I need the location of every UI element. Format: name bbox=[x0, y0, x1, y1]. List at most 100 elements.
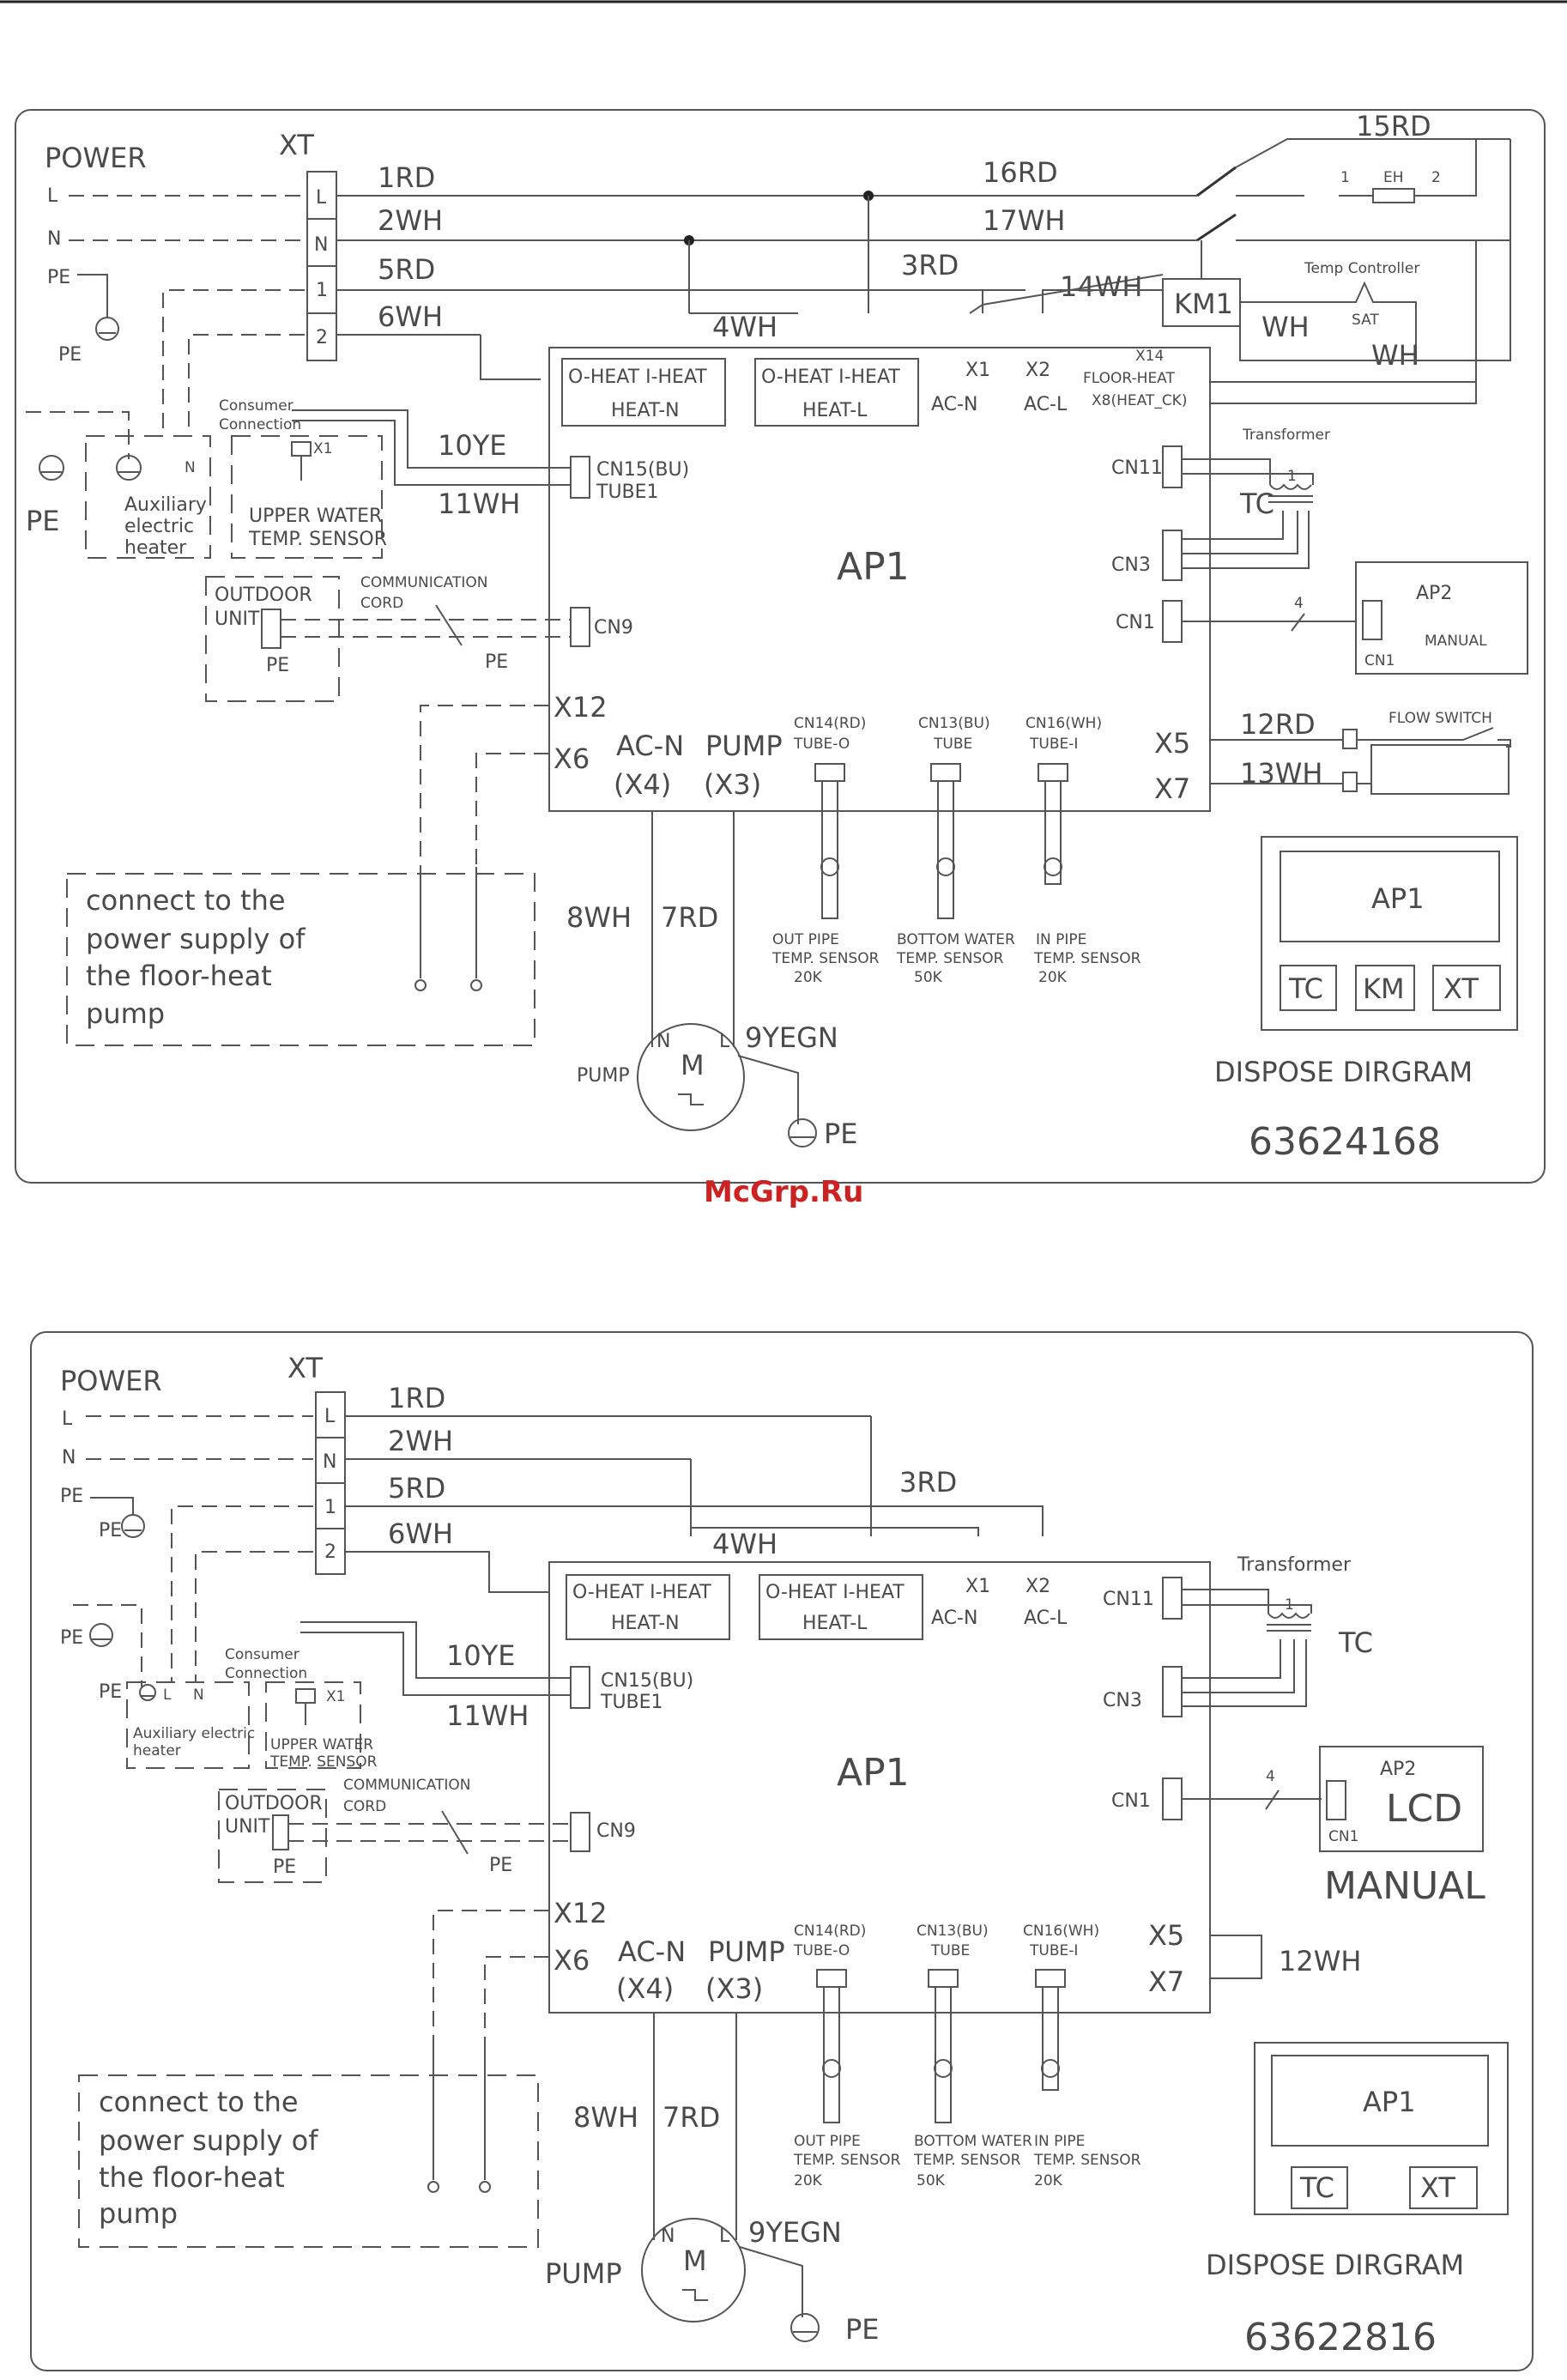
temp-controller: Temp Controller SAT WH bbox=[1304, 260, 1419, 372]
cn3-connector-icon-2 bbox=[1162, 1666, 1183, 1717]
wire-3rd: 3RD bbox=[901, 249, 959, 282]
in-temp-label-2: TEMP. SENSOR bbox=[1033, 2152, 1141, 2169]
ac-n-label-2: AC-N bbox=[931, 1608, 977, 1629]
cn1-wire-count: 4 bbox=[1294, 595, 1304, 612]
ac-n-pump-label-2: AC-N bbox=[618, 1935, 686, 1968]
wire-7rd: 7RD bbox=[661, 901, 718, 934]
connection-label: Connection bbox=[219, 416, 301, 433]
aux-label-2b: heater bbox=[133, 1742, 181, 1759]
cn9-label: CN9 bbox=[594, 617, 633, 639]
tc-label: TC bbox=[1239, 488, 1274, 520]
heat-n-label: HEAT-N bbox=[611, 400, 680, 421]
power-l-2: L bbox=[62, 1408, 73, 1430]
outdoor-label-2: OUTDOOR bbox=[225, 1793, 323, 1814]
connect-line-4: pump bbox=[86, 997, 165, 1030]
upper-water-label: UPPER WATER bbox=[249, 506, 382, 527]
wire-4wh: 4WH bbox=[712, 311, 777, 343]
ap2-cn1-connector-icon bbox=[1362, 600, 1382, 640]
tube1-label: TUBE1 bbox=[596, 481, 659, 503]
ground-icon bbox=[139, 1684, 156, 1701]
terminal-l-2: L bbox=[324, 1406, 336, 1427]
cn14-label: CN14(RD) bbox=[794, 715, 866, 732]
pump-label: PUMP bbox=[577, 1065, 630, 1087]
cn11-label-2: CN11 bbox=[1103, 1589, 1154, 1610]
wire-6wh: 6WH bbox=[378, 300, 443, 333]
in-pipe-label: IN PIPE bbox=[1036, 931, 1086, 948]
x6-label-2: X6 bbox=[554, 1944, 590, 1977]
cn11-connector-icon bbox=[1162, 445, 1183, 488]
diagram-2-part-number: 63622816 bbox=[1244, 2316, 1437, 2359]
cn1-label: CN1 bbox=[1116, 612, 1155, 633]
heat-l-label-2: HEAT-L bbox=[802, 1613, 868, 1634]
wiring-diagram-2: POWER XT L N 1 2 L N PE PE 1RD 2WH 5RD 6… bbox=[30, 1331, 1534, 2371]
heat-n-connector-2 bbox=[566, 1574, 730, 1640]
in-20k-label: 20K bbox=[1038, 969, 1068, 986]
oheat-label-1: O-HEAT I-HEAT bbox=[568, 366, 707, 388]
sensor-out-pipe-2 bbox=[816, 1969, 847, 2123]
ac-n-pump-label: AC-N bbox=[616, 730, 684, 762]
oheat-label-2a: O-HEAT I-HEAT bbox=[572, 1582, 711, 1603]
connect-line-2a: connect to the bbox=[99, 2086, 299, 2118]
aux-label-2a: Auxiliary electric bbox=[133, 1725, 255, 1742]
upper-sensor-box bbox=[231, 435, 383, 559]
wire-9yegn-2: 9YEGN bbox=[748, 2216, 842, 2249]
pe-label-2b: PE bbox=[60, 1627, 83, 1649]
x3-label: (X3) bbox=[704, 768, 761, 801]
cn1-wire-count-2: 4 bbox=[1266, 1768, 1275, 1785]
cn1-label-2: CN1 bbox=[1111, 1790, 1151, 1812]
wire-2wh: 2WH bbox=[378, 204, 443, 237]
wire-11wh-2: 11WH bbox=[446, 1699, 529, 1732]
x1-label: X1 bbox=[965, 360, 990, 381]
ap1-board-2 bbox=[548, 1561, 1211, 2014]
outdoor-pe-label: PE bbox=[266, 655, 289, 676]
wire-1rd: 1RD bbox=[378, 161, 435, 194]
consumer-label: Consumer bbox=[219, 397, 293, 415]
pump-label-2: PUMP bbox=[545, 2257, 622, 2290]
outdoor-unit-box-2 bbox=[218, 1789, 327, 1883]
wire-10ye-2: 10YE bbox=[446, 1639, 515, 1672]
motor-l-label: L bbox=[719, 1031, 730, 1052]
cn9-pe-label-2: PE bbox=[489, 1855, 512, 1876]
wire-8wh-2: 8WH bbox=[573, 2101, 638, 2134]
pe-ground-2: PE bbox=[99, 1520, 122, 1541]
dispose-diagram-box-2 bbox=[1254, 2042, 1509, 2215]
x12-label-2: X12 bbox=[554, 1897, 608, 1929]
eh-pin-1: 1 bbox=[1340, 169, 1350, 186]
bottom-water-label: BOTTOM WATER bbox=[897, 931, 1015, 948]
power-pe: PE bbox=[47, 267, 70, 288]
out-20k-label-2: 20K bbox=[794, 2172, 823, 2189]
dispose-tc-label-2: TC bbox=[1299, 2171, 1334, 2204]
x5-label-2: X5 bbox=[1148, 1919, 1184, 1952]
diagram-2-frame bbox=[30, 1331, 1534, 2371]
terminal-n: N bbox=[314, 234, 328, 256]
wire-1rd-2: 1RD bbox=[388, 1382, 445, 1414]
wire-wh-km1: WH bbox=[1261, 311, 1310, 343]
cn14-label-2: CN14(RD) bbox=[794, 1923, 866, 1940]
ap1-label-2: AP1 bbox=[837, 1751, 910, 1795]
relay-switch: 15RD bbox=[1196, 110, 1510, 242]
connect-line-2b: power supply of bbox=[99, 2124, 318, 2157]
dispose-xt-box bbox=[1432, 965, 1501, 1011]
outdoor-connector-icon-2 bbox=[272, 1814, 289, 1850]
pe-label-2c: PE bbox=[99, 1681, 122, 1703]
wire-3rd-2: 3RD bbox=[899, 1466, 957, 1499]
cn13-label: CN13(BU) bbox=[918, 715, 990, 732]
terminal-2: 2 bbox=[316, 327, 328, 348]
outdoor-connector-icon bbox=[261, 609, 281, 649]
tube-o-label-2: TUBE-O bbox=[793, 1942, 850, 1959]
ground-icon bbox=[95, 317, 119, 341]
dispose-ap1-label: AP1 bbox=[1371, 882, 1425, 915]
cn15-connector-icon-2 bbox=[570, 1666, 590, 1709]
connect-line-2c: the floor-heat bbox=[99, 2161, 285, 2194]
terminal-block-xt: L N 1 2 bbox=[306, 171, 337, 361]
tube-i-label: TUBE-I bbox=[1029, 736, 1078, 753]
connect-line-2d: pump bbox=[99, 2197, 178, 2230]
consumer-label-2: Consumer bbox=[225, 1646, 299, 1663]
out-20k-label: 20K bbox=[794, 969, 823, 986]
unit-label: UNIT bbox=[215, 609, 260, 630]
x7-label-2: X7 bbox=[1148, 1965, 1184, 1998]
ac-l-label-2: AC-L bbox=[1024, 1608, 1068, 1629]
ap2-label-2: AP2 bbox=[1380, 1759, 1416, 1780]
manual-label-2: MANUAL bbox=[1324, 1864, 1485, 1908]
